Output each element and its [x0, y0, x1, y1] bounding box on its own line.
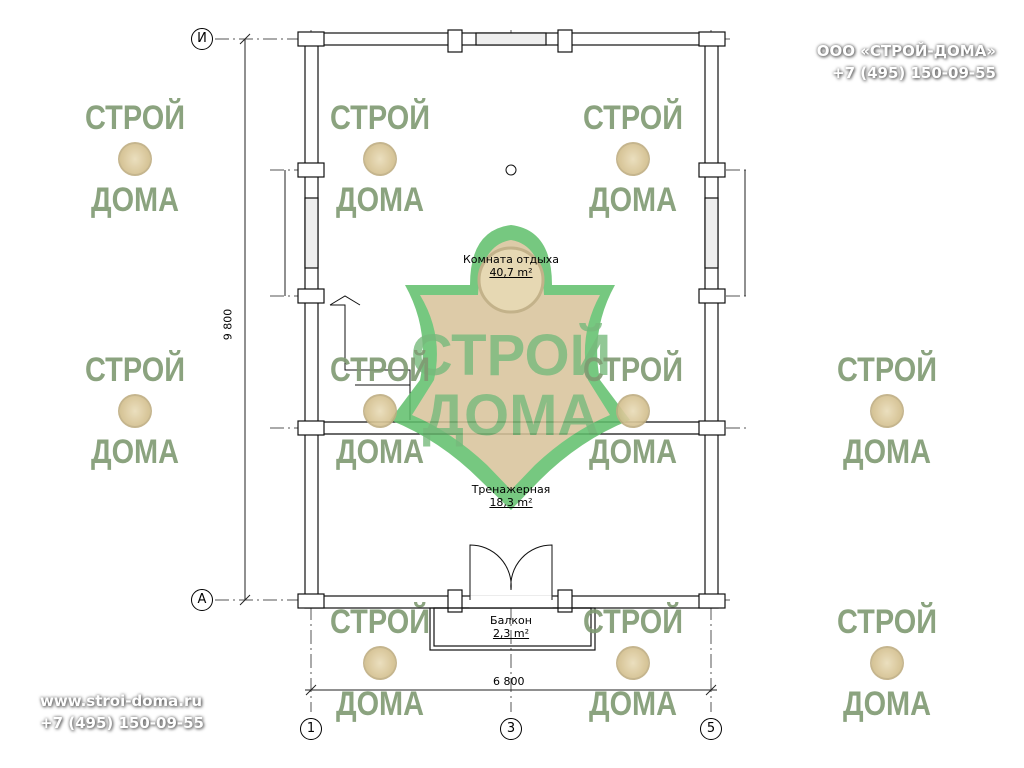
room-area: 2,3 m² [492, 627, 530, 640]
dimension-height: 9 800 [221, 308, 235, 341]
stairs-and-doors [329, 164, 553, 600]
watermark-text: СТРОЙ [583, 99, 683, 137]
watermark: СТРОЙ ДОМА [329, 604, 431, 722]
watermark: СТРОЙ ДОМА [582, 100, 684, 218]
watermark-text: ДОМА [588, 181, 678, 219]
room-area: 18,3 m² [489, 496, 533, 509]
log-icon [870, 646, 904, 680]
watermark-text: ДОМА [335, 685, 425, 723]
svg-text:ДОМА: ДОМА [423, 383, 600, 448]
watermark-text: СТРОЙ [330, 351, 430, 389]
watermark-text: ДОМА [842, 433, 932, 471]
dimension-width: 6 800 [493, 675, 525, 688]
axis-marker-row: А [191, 589, 213, 611]
watermark-text: СТРОЙ [85, 99, 185, 137]
footer-info: www.stroi-doma.ru +7 (495) 150-09-55 [40, 690, 204, 734]
watermark-text: ДОМА [588, 433, 678, 471]
watermark-text: ДОМА [335, 433, 425, 471]
svg-text:СТРОЙ: СТРОЙ [411, 323, 612, 388]
watermark: СТРОЙ ДОМА [329, 100, 431, 218]
axis-marker-col: 3 [500, 718, 522, 740]
log-icon [616, 394, 650, 428]
watermark-text: ДОМА [90, 433, 180, 471]
watermark-text: СТРОЙ [583, 603, 683, 641]
company-info: ООО «СТРОЙ-ДОМА» +7 (495) 150-09-55 [817, 40, 996, 84]
website-text: www.stroi-doma.ru [40, 692, 203, 710]
watermark: СТРОЙ ДОМА [329, 352, 431, 470]
watermark-text: СТРОЙ [330, 603, 430, 641]
axis-marker-col: 1 [300, 718, 322, 740]
log-icon [616, 646, 650, 680]
watermark: СТРОЙ ДОМА [582, 352, 684, 470]
watermark-text: СТРОЙ [330, 99, 430, 137]
watermark-text: СТРОЙ [837, 603, 937, 641]
watermark: СТРОЙ ДОМА [836, 352, 938, 470]
log-icon [363, 142, 397, 176]
log-icon [118, 394, 152, 428]
log-icon [870, 394, 904, 428]
footer-phone: +7 (495) 150-09-55 [40, 714, 204, 732]
log-icon [363, 394, 397, 428]
watermark: СТРОЙ ДОМА [84, 352, 186, 470]
log-icon [363, 646, 397, 680]
log-icon [616, 142, 650, 176]
watermark-text: ДОМА [335, 181, 425, 219]
watermark-text: ДОМА [588, 685, 678, 723]
company-phone: +7 (495) 150-09-55 [832, 64, 996, 82]
axis-marker-col: 5 [700, 718, 722, 740]
emblem: СТРОЙ ДОМА [390, 225, 630, 510]
watermark-text: СТРОЙ [85, 351, 185, 389]
watermark: СТРОЙ ДОМА [836, 604, 938, 722]
room-name: Тренажерная [471, 483, 551, 496]
watermark: СТРОЙ ДОМА [84, 100, 186, 218]
watermark-text: СТРОЙ [837, 351, 937, 389]
room-name: Комната отдыха [462, 253, 560, 266]
watermark-text: ДОМА [842, 685, 932, 723]
watermark-text: ДОМА [90, 181, 180, 219]
axis-marker-row: И [191, 28, 213, 50]
company-name: ООО «СТРОЙ-ДОМА» [816, 42, 996, 60]
room-area: 40,7 m² [489, 266, 533, 279]
room-name: Балкон [490, 614, 532, 627]
watermark: СТРОЙ ДОМА [582, 604, 684, 722]
log-icon [118, 142, 152, 176]
watermark-text: СТРОЙ [583, 351, 683, 389]
